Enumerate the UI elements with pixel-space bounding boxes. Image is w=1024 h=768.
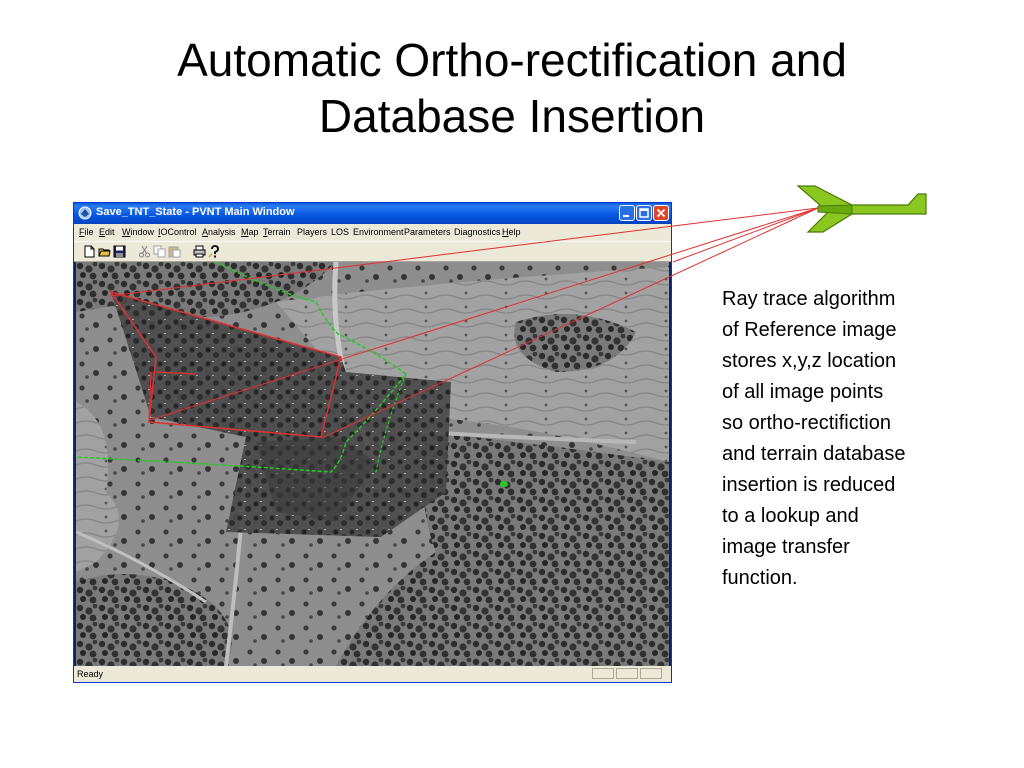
menu-iocontrol[interactable]: IOControl (158, 227, 197, 237)
close-button[interactable] (653, 205, 669, 221)
slide-title-line-2: Database Insertion (318, 90, 706, 142)
caption-line-1: Ray trace algorithm (722, 288, 896, 310)
print-icon[interactable] (193, 245, 206, 258)
caption-line-2: of Reference image (722, 319, 897, 341)
slide-title: Automatic Ortho-rectification and Databa… (0, 32, 1024, 144)
caption-line-6: and terrain database (722, 443, 906, 465)
app-icon (78, 206, 92, 220)
menu-parameters[interactable]: Parameters (404, 227, 451, 237)
minimize-icon (623, 215, 629, 217)
caption-line-4: of all image points (722, 381, 884, 403)
caption-line-10: function. (722, 567, 798, 589)
menu-los[interactable]: LOS (331, 227, 350, 237)
status-bar: Ready (74, 666, 671, 682)
menu-players[interactable]: Players (297, 227, 328, 237)
aerial-map[interactable] (76, 262, 669, 666)
window-title: Save_TNT_State - PVNT Main Window (96, 206, 295, 218)
caption-line-3: stores x,y,z location (722, 350, 897, 372)
menu-file[interactable]: File (79, 227, 94, 237)
map-view[interactable] (76, 262, 669, 666)
status-pane-1 (592, 668, 614, 679)
menu-edit[interactable]: Edit (99, 227, 115, 237)
copy-icon[interactable] (153, 245, 166, 258)
menu-diagnostics[interactable]: Diagnostics (454, 227, 501, 237)
menu-terrain[interactable]: Terrain (263, 227, 291, 237)
caption-line-9: image transfer (722, 536, 850, 558)
save-icon[interactable] (113, 245, 126, 258)
status-text: Ready (77, 669, 104, 679)
open-icon[interactable] (98, 245, 111, 258)
status-pane-3 (640, 668, 662, 679)
pvnt-main-window: Save_TNT_State - PVNT Main Window File E… (73, 202, 672, 683)
caption-line-8: to a lookup and (722, 505, 859, 527)
menu-bar: File Edit Window IOControl Analysis Map … (74, 224, 671, 241)
close-icon (656, 208, 666, 218)
maximize-button[interactable] (636, 205, 652, 221)
toolbar (74, 241, 671, 262)
cut-icon[interactable] (138, 245, 151, 258)
menu-environment[interactable]: Environment (353, 227, 404, 237)
status-pane-2 (616, 668, 638, 679)
caption-text: Ray trace algorithm of Reference image s… (722, 284, 982, 594)
slide-title-line-1: Automatic Ortho-rectification and (177, 34, 847, 86)
ray-line-2 (672, 207, 819, 263)
paste-icon[interactable] (168, 245, 181, 258)
window-titlebar[interactable]: Save_TNT_State - PVNT Main Window (74, 203, 671, 224)
aircraft-icon (796, 185, 927, 233)
minimize-button[interactable] (619, 205, 635, 221)
menu-analysis[interactable]: Analysis (202, 227, 236, 237)
menu-help[interactable]: Help (502, 227, 521, 237)
menu-map[interactable]: Map (241, 227, 259, 237)
menu-window[interactable]: Window (122, 227, 155, 237)
caption-line-7: insertion is reduced (722, 474, 896, 496)
new-icon[interactable] (83, 245, 96, 258)
maximize-icon (639, 208, 649, 218)
caption-line-5: so ortho-rectifiction (722, 412, 891, 434)
help-icon[interactable] (208, 245, 221, 258)
